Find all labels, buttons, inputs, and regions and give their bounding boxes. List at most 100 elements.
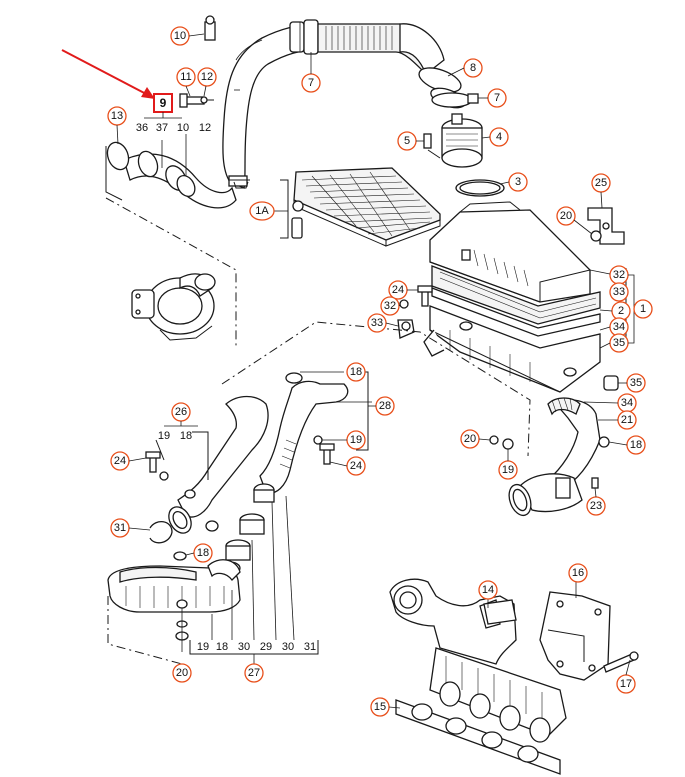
callout-34-right: 34 — [609, 317, 629, 337]
svg-text:34: 34 — [621, 397, 633, 409]
svg-text:12: 12 — [201, 71, 213, 83]
callout-23: 23 — [586, 496, 606, 516]
svg-text:34: 34 — [613, 321, 625, 333]
turbo-drawing — [131, 273, 216, 341]
callout-34-duct: 34 — [617, 393, 637, 413]
callout-35-rubber: 35 — [626, 373, 646, 393]
label-18-bottom: 18 — [216, 641, 228, 653]
svg-text:24: 24 — [114, 455, 126, 467]
svg-text:29: 29 — [260, 641, 272, 653]
svg-text:13: 13 — [111, 110, 123, 122]
svg-text:32: 32 — [384, 300, 396, 312]
callout-19-mid: 19 — [498, 460, 518, 480]
svg-text:18: 18 — [216, 641, 228, 653]
label-36: 36 — [136, 122, 148, 134]
callout-1A: 1A — [249, 201, 275, 221]
label-37: 37 — [156, 122, 168, 134]
svg-text:10: 10 — [177, 122, 189, 134]
airbox-upper-drawing — [429, 201, 591, 303]
charge-hose-drawing — [105, 134, 237, 209]
group-outline-middle — [221, 321, 531, 457]
svg-text:18: 18 — [630, 439, 642, 451]
svg-text:19: 19 — [158, 430, 170, 442]
callout-3: 3 — [508, 172, 528, 192]
svg-text:16: 16 — [572, 567, 584, 579]
label-19-left: 19 — [158, 430, 170, 442]
callout-25: 25 — [591, 173, 611, 193]
charge-pipes-drawing — [145, 371, 372, 575]
callout-24-left: 24 — [110, 451, 130, 471]
svg-text:1A: 1A — [255, 205, 269, 217]
intercooler-drawing — [107, 495, 319, 655]
group-outline-upper — [105, 197, 237, 346]
callout-2: 2 — [611, 301, 631, 321]
callout-11: 11 — [176, 67, 196, 87]
label-29-bottom: 29 — [260, 641, 272, 653]
svg-text:7: 7 — [308, 77, 314, 89]
callout-31-left: 31 — [110, 518, 130, 538]
highlighted-part-9-label: 9 — [153, 93, 173, 113]
svg-text:32: 32 — [613, 269, 625, 281]
callout-33-box: 33 — [367, 313, 387, 333]
svg-text:24: 24 — [392, 284, 404, 296]
manifold-drawing — [389, 578, 639, 775]
callout-19-pipe: 19 — [346, 430, 366, 450]
svg-text:18: 18 — [197, 547, 209, 559]
svg-text:19: 19 — [502, 464, 514, 476]
callout-7-upper: 7 — [301, 73, 321, 93]
svg-text:15: 15 — [374, 701, 386, 713]
callout-18-pipe: 18 — [346, 362, 366, 382]
svg-text:3: 3 — [515, 176, 521, 188]
svg-text:26: 26 — [175, 406, 187, 418]
svg-text:31: 31 — [114, 522, 126, 534]
callout-17: 17 — [616, 674, 636, 694]
callout-35-right: 35 — [609, 333, 629, 353]
svg-text:35: 35 — [613, 337, 625, 349]
callout-16: 16 — [568, 563, 588, 583]
svg-text:20: 20 — [560, 210, 572, 222]
callout-14: 14 — [478, 580, 498, 600]
svg-text:19: 19 — [197, 641, 209, 653]
svg-text:30: 30 — [238, 641, 250, 653]
label-30-bottom-b: 30 — [282, 641, 294, 653]
callout-8: 8 — [463, 58, 483, 78]
maf-sensor-drawing — [423, 92, 505, 197]
svg-text:10: 10 — [174, 30, 186, 42]
filter-element-drawing — [272, 167, 441, 247]
callout-10-top: 10 — [170, 26, 190, 46]
svg-text:18: 18 — [350, 366, 362, 378]
callout-26: 26 — [171, 402, 191, 422]
callout-5: 5 — [397, 131, 417, 151]
callout-18-right: 18 — [626, 435, 646, 455]
airbox-lower-drawing — [397, 207, 627, 517]
callout-32-box: 32 — [380, 296, 400, 316]
label-10-low: 10 — [177, 122, 189, 134]
callout-13: 13 — [107, 106, 127, 126]
svg-text:37: 37 — [156, 122, 168, 134]
svg-text:2: 2 — [618, 305, 624, 317]
label-12-low: 12 — [199, 122, 211, 134]
svg-text:8: 8 — [470, 62, 476, 74]
svg-text:18: 18 — [180, 430, 192, 442]
svg-text:33: 33 — [371, 317, 383, 329]
svg-text:35: 35 — [630, 377, 642, 389]
svg-text:9: 9 — [160, 96, 167, 110]
callout-20-mid: 20 — [460, 429, 480, 449]
callout-24-pipe: 24 — [346, 456, 366, 476]
group-outline-lower — [107, 596, 183, 665]
highlight-arrow — [61, 49, 155, 99]
callout-27: 27 — [244, 663, 264, 683]
svg-text:23: 23 — [590, 500, 602, 512]
svg-text:33: 33 — [613, 286, 625, 298]
callout-18-cooler: 18 — [193, 543, 213, 563]
svg-text:25: 25 — [595, 177, 607, 189]
svg-text:24: 24 — [350, 460, 362, 472]
callout-32-right: 32 — [609, 265, 629, 285]
svg-text:30: 30 — [282, 641, 294, 653]
callout-24-box: 24 — [388, 280, 408, 300]
svg-text:4: 4 — [496, 131, 502, 143]
label-31-bottom: 31 — [304, 641, 316, 653]
svg-text:17: 17 — [620, 678, 632, 690]
svg-text:31: 31 — [304, 641, 316, 653]
